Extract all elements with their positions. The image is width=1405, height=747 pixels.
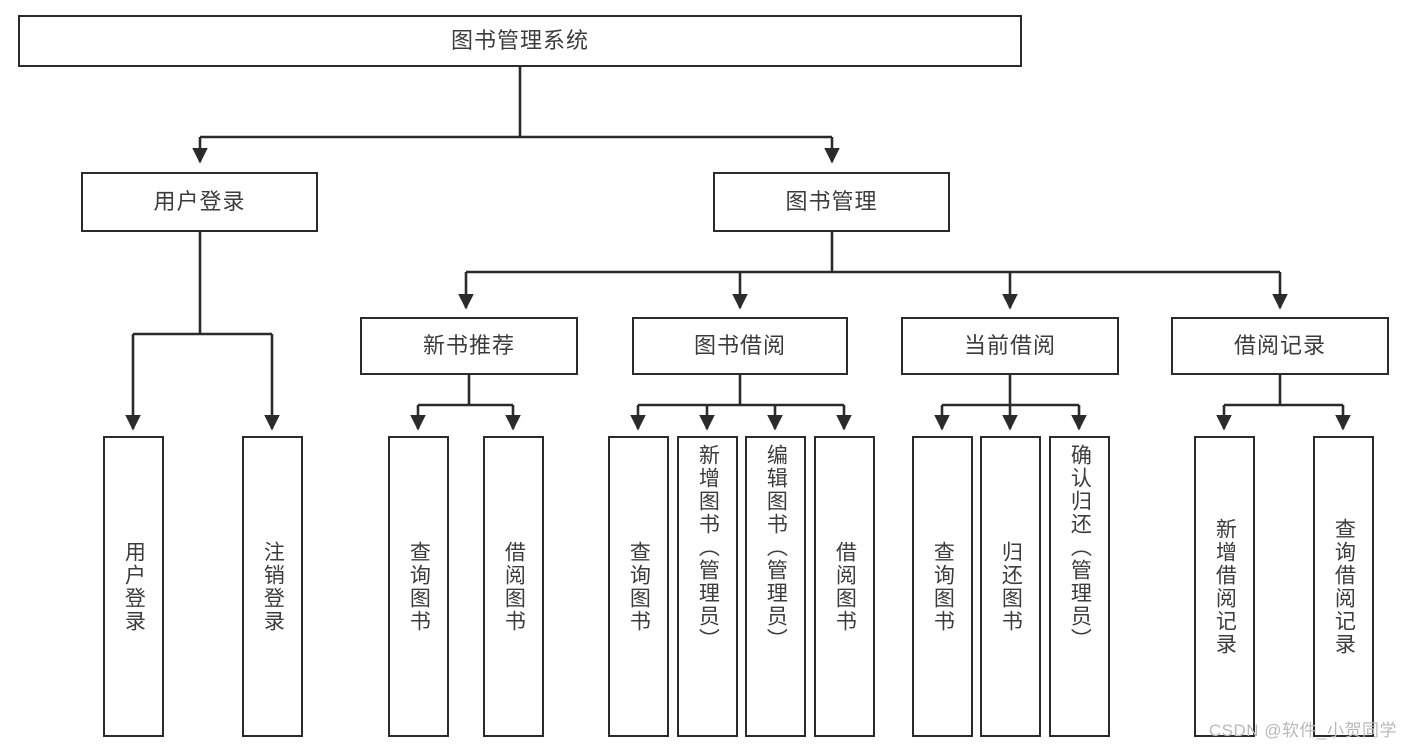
leaf-label: 借阅图书 <box>833 540 857 633</box>
node-label: 图书管理 <box>785 188 878 214</box>
leaf-query-books-current[interactable]: 查询图书 <box>912 436 973 737</box>
edges-newbook-to-leaves <box>410 375 521 431</box>
node-book-management[interactable]: 图书管理 <box>713 172 950 232</box>
node-user-login[interactable]: 用户登录 <box>81 172 318 232</box>
leaf-label: 查询图书 <box>627 540 651 633</box>
leaf-label: 确认归还（管理员） <box>1068 444 1092 651</box>
node-new-book-recommendation[interactable]: 新书推荐 <box>360 317 578 375</box>
node-label: 新书推荐 <box>422 332 515 358</box>
leaf-label: 查询图书 <box>931 540 955 633</box>
leaf-logout[interactable]: 注销登录 <box>242 436 303 737</box>
leaf-label: 新增借阅记录 <box>1213 517 1237 656</box>
leaf-borrow-books-recommend[interactable]: 借阅图书 <box>483 436 544 737</box>
leaf-user-login[interactable]: 用户登录 <box>103 436 164 737</box>
leaf-borrow-books[interactable]: 借阅图书 <box>814 436 875 737</box>
edges-currentborrow-to-leaves <box>934 375 1087 431</box>
leaf-label: 归还图书 <box>999 540 1023 633</box>
leaf-return-books[interactable]: 归还图书 <box>980 436 1041 737</box>
leaf-label: 注销登录 <box>261 540 285 633</box>
node-label: 用户登录 <box>153 188 246 214</box>
node-borrowing-records[interactable]: 借阅记录 <box>1171 317 1389 375</box>
leaf-query-books-borrow[interactable]: 查询图书 <box>608 436 669 737</box>
leaf-add-book-admin[interactable]: 新增图书（管理员） <box>677 436 738 737</box>
leaf-label: 新增图书（管理员） <box>696 444 720 651</box>
node-label: 图书管理系统 <box>450 27 589 53</box>
leaf-label: 用户登录 <box>122 540 146 633</box>
node-label: 图书借阅 <box>693 332 786 358</box>
edges-borrowrecord-to-leaves <box>1216 375 1351 431</box>
edges-root-to-level2 <box>192 67 840 164</box>
edges-bookborrow-to-leaves <box>630 375 852 431</box>
leaf-query-books-recommend[interactable]: 查询图书 <box>388 436 449 737</box>
node-current-borrowing[interactable]: 当前借阅 <box>901 317 1119 375</box>
leaf-label: 编辑图书（管理员） <box>764 444 788 651</box>
leaf-edit-book-admin[interactable]: 编辑图书（管理员） <box>745 436 806 737</box>
node-label: 当前借阅 <box>963 332 1056 358</box>
leaf-label: 借阅图书 <box>502 540 526 633</box>
csdn-watermark: CSDN @软件_小贺同学 <box>1208 721 1397 740</box>
edges-bookmgmt-to-level3 <box>458 232 1288 310</box>
node-label: 借阅记录 <box>1233 332 1326 358</box>
node-root-library-management-system[interactable]: 图书管理系统 <box>18 15 1022 67</box>
node-book-borrowing[interactable]: 图书借阅 <box>632 317 848 375</box>
leaf-confirm-return-admin[interactable]: 确认归还（管理员） <box>1049 436 1110 737</box>
leaf-query-borrow-record[interactable]: 查询借阅记录 <box>1313 436 1374 737</box>
leaf-add-borrow-record[interactable]: 新增借阅记录 <box>1194 436 1255 737</box>
leaf-label: 查询图书 <box>407 540 431 633</box>
leaf-label: 查询借阅记录 <box>1332 517 1356 656</box>
edges-userlogin-to-leaves <box>125 232 280 431</box>
